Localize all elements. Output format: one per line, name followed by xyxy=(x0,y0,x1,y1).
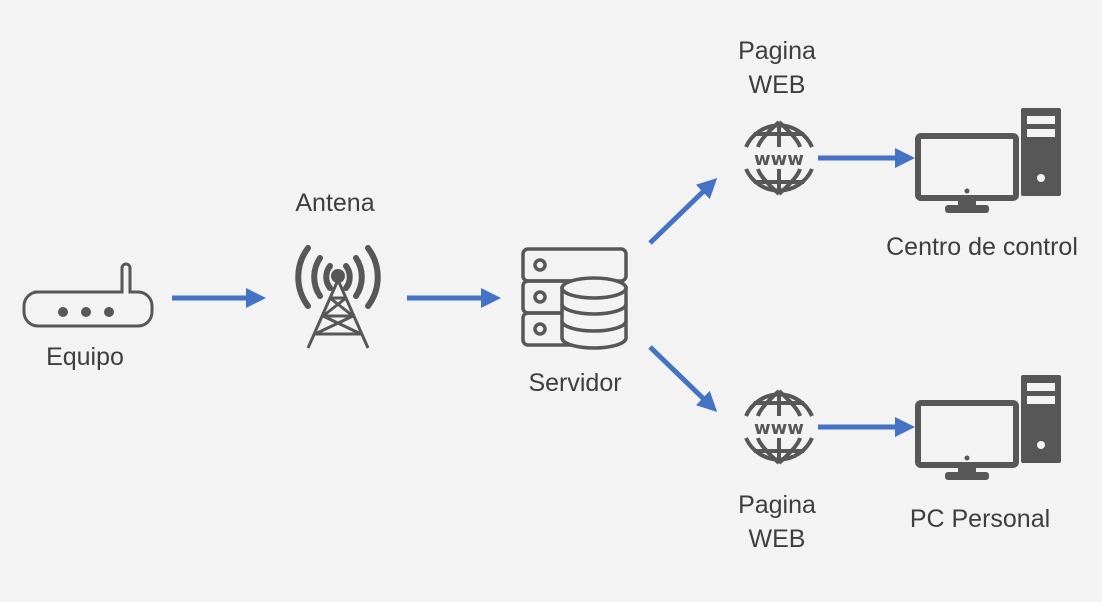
arrow-servidor-web-bottom xyxy=(648,345,718,412)
arrow-servidor-web-top xyxy=(648,178,718,245)
web-bottom-label-line2: WEB xyxy=(748,525,806,553)
desktop-computer-icon xyxy=(915,375,1061,480)
antena-label: Antena xyxy=(295,189,375,217)
www-globe-icon: www xyxy=(744,120,814,196)
desktop-computer-icon xyxy=(915,108,1061,213)
equipo-label: Equipo xyxy=(46,343,124,371)
antenna-tower-icon xyxy=(295,245,381,349)
www-globe-icon: www xyxy=(744,389,814,465)
svg-text:www: www xyxy=(754,149,804,170)
web-bottom-label-line1: Pagina xyxy=(738,491,816,519)
control-label: Centro de control xyxy=(886,233,1078,261)
svg-text:www: www xyxy=(754,418,804,439)
server-database-icon xyxy=(521,247,628,350)
web-top-label-line1: Pagina xyxy=(738,37,816,65)
router-icon xyxy=(22,262,154,328)
web-top-label-line2: WEB xyxy=(748,71,806,99)
pc-label: PC Personal xyxy=(909,505,1051,533)
servidor-label: Servidor xyxy=(528,369,622,397)
